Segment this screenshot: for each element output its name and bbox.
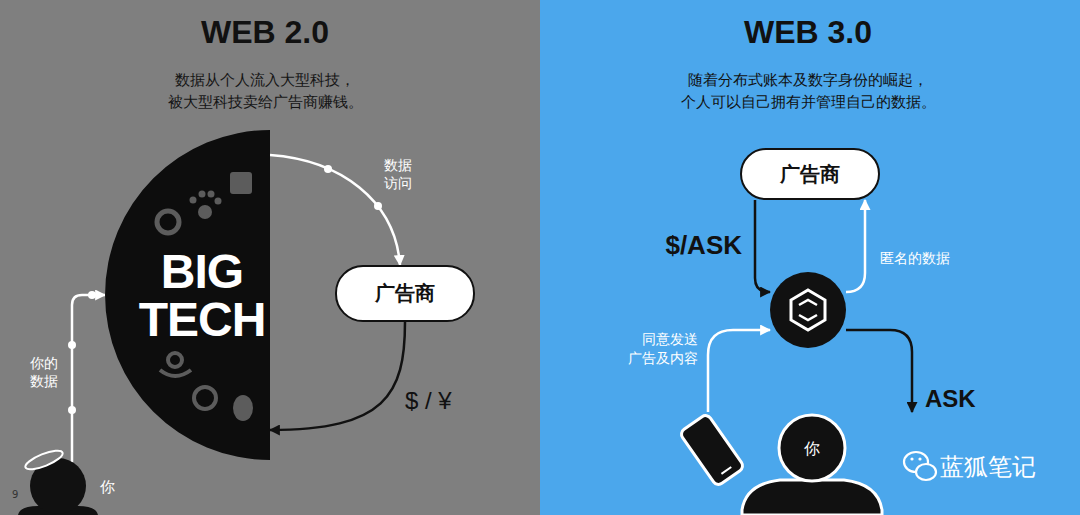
disc-title-holder: BIG TECH [139, 248, 266, 344]
logo-icon [157, 211, 179, 233]
edge-label-holder: $ / ¥ [405, 386, 452, 416]
person-text-holder: 你 [804, 439, 820, 459]
connector [846, 200, 865, 292]
logo-icon [215, 198, 222, 205]
hub-logo [799, 300, 817, 320]
box-text: 广告商 [375, 281, 435, 306]
logo-icon [199, 191, 206, 198]
panel: WEB 3.0 随着分布式账本及数字身份的崛起， 个人可以自己拥有并管理自己的数据… [540, 0, 1080, 515]
connector [270, 155, 400, 265]
connector [846, 330, 912, 412]
person-head [779, 415, 845, 481]
panel-subtitle: 数据从个人流入大型科技， 被大型科技卖给广告商赚钱。 [166, 69, 364, 113]
person-text-holder: 你 [100, 478, 115, 497]
open-head-lid [23, 447, 65, 473]
logo-icon [198, 205, 212, 219]
logo-icon [160, 370, 191, 376]
hub-disc [770, 272, 846, 348]
advertiser-box: 广告商 [740, 148, 880, 200]
edge-label-holder: 匿名的数据 [880, 250, 950, 268]
panel-title-holder: WEB 2.0 [201, 12, 329, 52]
page-number: 9 [12, 489, 18, 502]
edge-label-holder: $/ASK [665, 229, 742, 262]
wechat-icon [916, 464, 936, 480]
flow-dot [88, 291, 96, 299]
advertiser-box: 广告商 [335, 265, 475, 322]
person-figure: 你 [668, 412, 925, 515]
watermark-holder: 蓝狐笔记 [940, 452, 1036, 482]
logo-icon [233, 395, 253, 421]
edge-label: $/ASK [665, 229, 742, 262]
hub-logo [791, 290, 825, 330]
half-disc [105, 130, 270, 460]
panel-title: WEB 2.0 [201, 12, 329, 52]
logo-icon [208, 191, 215, 198]
logo-icon [168, 353, 182, 367]
disc-title: BIG TECH [139, 248, 266, 344]
hub-circle [770, 272, 846, 348]
wechat-icon [918, 457, 921, 460]
edge-label: 同意发送 广告及内容 [625, 330, 698, 368]
connector [270, 322, 405, 430]
panel-subtitle: 随着分布式账本及数字身份的崛起， 个人可以自己拥有并管理自己的数据。 [679, 69, 937, 113]
wechat-icon [910, 457, 913, 460]
connector [755, 200, 770, 292]
node-illustration [668, 412, 925, 515]
flow-dot [68, 341, 76, 349]
connector [72, 295, 105, 448]
panel-title: WEB 3.0 [744, 12, 872, 52]
person-text: 你 [804, 439, 820, 459]
node-illustration [770, 272, 846, 348]
person-body [742, 480, 882, 515]
person-figure: 你 [18, 448, 128, 515]
head-line [71, 448, 74, 462]
panel-title-holder: WEB 3.0 [744, 12, 872, 52]
edge-label-holder: 同意发送 广告及内容 [625, 330, 698, 368]
edge-label-holder: 你的 数据 [30, 354, 61, 390]
connector [708, 330, 770, 412]
big-tech-disc: BIG TECH [105, 130, 270, 460]
panel: WEB 2.0 数据从个人流入大型科技， 被大型科技卖给广告商赚钱。 BIG TEC… [0, 0, 540, 515]
logo-icon [230, 172, 252, 194]
phone-button [721, 467, 731, 474]
page-number-holder: 9 [12, 489, 18, 502]
panel-subtitle-holder: 随着分布式账本及数字身份的崛起， 个人可以自己拥有并管理自己的数据。 [679, 69, 937, 113]
edge-label-holder: ASK [925, 384, 976, 414]
flow-dot [324, 165, 332, 173]
panel-subtitle-holder: 数据从个人流入大型科技， 被大型科技卖给广告商赚钱。 [166, 69, 364, 113]
edge-label: 匿名的数据 [880, 250, 950, 268]
edge-label: ASK [925, 384, 976, 414]
phone-body [679, 413, 745, 487]
person-text: 你 [100, 478, 115, 497]
grey-ground [0, 0, 540, 515]
watermark: 蓝狐笔记 [940, 452, 1036, 482]
edge-label: 数据 访问 [384, 156, 415, 192]
box-text: 广告商 [780, 162, 840, 187]
flow-dot [374, 202, 382, 210]
blue-ground [540, 0, 1080, 515]
edge-label: $ / ¥ [405, 386, 452, 416]
logo-icon [194, 387, 216, 409]
edge-label-holder: 数据 访问 [384, 156, 415, 192]
flow-dot [68, 406, 76, 414]
phone-icon [679, 413, 745, 487]
edge-label: 你的 数据 [30, 354, 61, 390]
logo-icon [190, 197, 197, 204]
